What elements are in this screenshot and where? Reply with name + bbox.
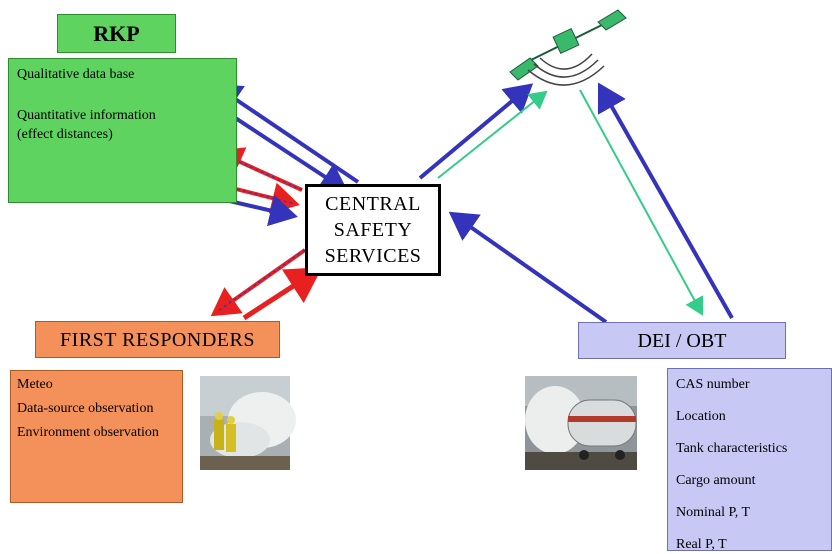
arrow-satellite-to-dei	[579, 89, 704, 316]
fr-item-meteo: Meteo	[17, 377, 53, 392]
quantitative-info-label: Quantitative information	[17, 108, 156, 123]
qualitative-db-label: Qualitative data base	[17, 67, 135, 82]
arrow-dei-to-central	[448, 211, 608, 324]
dei-obt-title: DEI / OBT	[578, 322, 786, 359]
dei-item-cas-number: CAS number	[676, 377, 750, 392]
central-line-2: SAFETY	[333, 219, 413, 241]
arrow-central-to-qualitative-db	[212, 83, 360, 184]
tank-car-photo	[525, 376, 637, 470]
dei-item-location: Location	[676, 409, 726, 424]
rkp-panel: Qualitative data base Quantitative infor…	[8, 58, 237, 203]
rkp-title: RKP	[57, 14, 176, 53]
dei-item-tank-characteristics: Tank characteristics	[676, 441, 788, 456]
dei-item-real-pt: Real P, T	[676, 537, 727, 552]
arrow-central-to-satellite-green	[437, 90, 548, 179]
first-responders-panel: Meteo Data-source observation Environmen…	[10, 370, 183, 503]
dei-obt-panel: CAS number Location Tank characteristics…	[667, 368, 832, 552]
fr-item-data-source: Data-source observation	[17, 401, 154, 416]
arrow-central-to-satellite-blue	[418, 83, 534, 180]
satellite-icon	[509, 9, 627, 86]
dei-item-cargo-amount: Cargo amount	[676, 473, 756, 488]
arrow-central-to-first-responders	[210, 248, 307, 317]
central-line-3: SERVICES	[324, 245, 422, 267]
arrow-first-responders-to-central	[242, 267, 323, 321]
arrow-dei-to-satellite	[597, 82, 734, 319]
dei-item-nominal-pt: Nominal P, T	[676, 505, 751, 520]
fr-item-environment: Environment observation	[17, 425, 159, 440]
effect-distances-label: (effect distances)	[17, 127, 113, 142]
first-responders-title: FIRST RESPONDERS	[35, 321, 280, 358]
firefighters-photo	[200, 376, 296, 470]
central-line-1: CENTRAL	[325, 193, 421, 215]
central-safety-services-box: CENTRAL SAFETY SERVICES	[305, 184, 441, 276]
